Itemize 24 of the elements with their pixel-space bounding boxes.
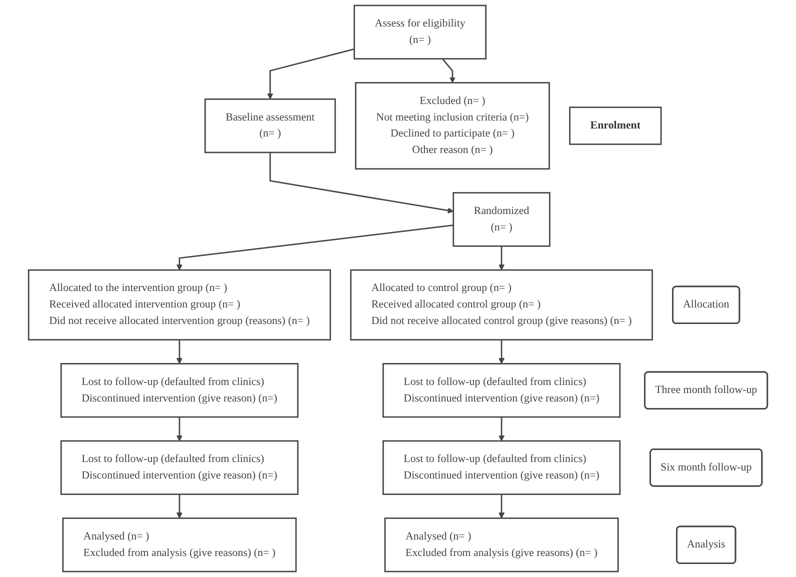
node-box: Lost to follow-up (defaulted from clinics) Discontinued intervention (give reason) (n=) [382, 440, 621, 495]
node-box: Allocated to the intervention group (n= ) Received allocated intervention group (n= ) Did not receive allocated intervention group (reasons) (n= ) [28, 269, 331, 340]
arrow [442, 58, 456, 83]
arrow [498, 417, 505, 442]
node-box: Allocated to control group (n= ) Received allocated control group (n= ) Did not receive allocated control group (give reasons) (n= ) [350, 269, 653, 340]
node-box: Excluded (n= ) Not meeting inclusion criteria (n=) Declined to participate (n= ) Other reason (n= ) [355, 82, 550, 170]
node-box: Lost to follow-up (defaulted from clinics) Discontinued intervention (give reason) (n=) [382, 363, 621, 418]
arrow [498, 246, 505, 270]
node-box: Lost to follow-up (defaulted from clinics) Discontinued intervention (give reason) (n=) [60, 440, 299, 495]
arrow [176, 340, 182, 364]
arrow [498, 494, 505, 518]
node-box: Baseline assessment (n= ) [204, 98, 336, 154]
node-box: Randomized (n= ) [452, 192, 550, 247]
arrow [267, 48, 354, 100]
arrow [176, 224, 454, 270]
arrow [176, 417, 182, 442]
node-box: Lost to follow-up (defaulted from clinics) Discontinued intervention (give reason) (n=) [60, 363, 299, 418]
node-box: Assess for eligibility (n= ) [354, 4, 487, 60]
node-box: Analysed (n= ) Excluded from analysis (give reasons) (n= ) [384, 518, 619, 572]
arrow [176, 494, 182, 518]
arrow [498, 340, 505, 364]
node-box: Analysed (n= ) Excluded from analysis (give reasons) (n= ) [62, 518, 297, 572]
node-box: Enrolment [569, 106, 662, 145]
arrow [269, 152, 454, 214]
